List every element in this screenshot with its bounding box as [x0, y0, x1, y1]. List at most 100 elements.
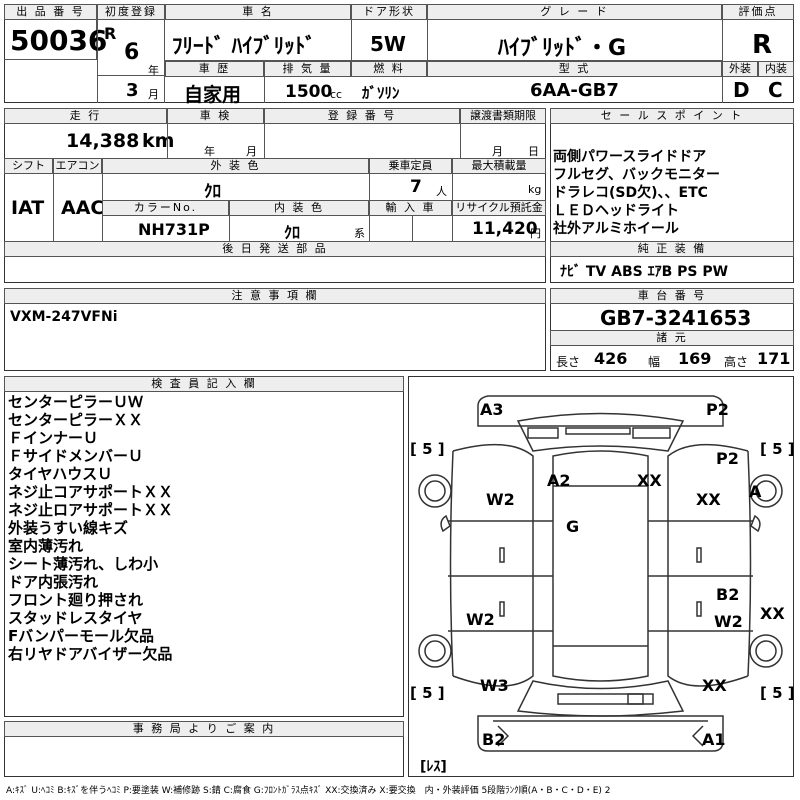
reg-divider — [97, 75, 165, 76]
mark-xx-low: XX — [702, 676, 727, 695]
ac: AAC — [61, 197, 105, 219]
int-color: ｸﾛ — [284, 223, 301, 242]
later-parts-label: 後 日 発 送 部 品 — [4, 241, 546, 257]
sales-points-label: セ ー ル ス ポ イ ン ト — [550, 108, 794, 124]
interior-label: 内装 — [758, 61, 794, 77]
inspector-note: フロント廻り押され — [8, 591, 144, 609]
sales-point: フルセグ、バックモニター — [553, 167, 721, 183]
history-label: 車 歴 — [165, 61, 264, 77]
divider-4 — [264, 61, 265, 103]
office-block — [4, 737, 404, 777]
transfer-day-unit: 日 — [528, 145, 539, 158]
door-label: ドア形状 — [351, 4, 427, 20]
tread-front-right: [ 5 ] — [760, 440, 795, 458]
legend: A:ｷｽﾞ U:ﾍｺﾐ B:ｷｽﾞを伴うﾍｺﾐ P:要塗装 W:補修跡 S:錆 … — [6, 786, 611, 796]
exterior-grade: D — [733, 78, 750, 102]
reg-number-label: 登 録 番 号 — [264, 108, 460, 124]
inspector-note: センターピラーＵＷ — [8, 393, 144, 411]
width: 169 — [678, 349, 712, 368]
caution-label: 注 意 事 項 欄 — [4, 288, 546, 304]
lot-label: 出 品 番 号 — [4, 4, 97, 20]
load-unit: kg — [528, 183, 542, 196]
mark-g: G — [566, 517, 580, 536]
width-label: 幅 — [648, 355, 661, 369]
reg-month: 3 — [126, 80, 139, 101]
inspector-note: スタッドレスタイヤ — [8, 609, 143, 627]
grade: ﾊｲﾌﾞﾘｯﾄﾞ・G — [498, 36, 627, 61]
mark-b2-bottom: B2 — [482, 730, 506, 749]
inspector-note: タイヤハウスＵ — [8, 465, 113, 483]
year-unit: 年 — [148, 64, 159, 77]
inspection-year-unit: 年 — [204, 145, 215, 158]
header-block — [4, 4, 794, 103]
mileage: 14,388 — [66, 130, 140, 152]
transfer-label: 譲渡書類期限 — [460, 108, 546, 124]
fuel-label: 燃 料 — [351, 61, 427, 77]
load-label: 最大積載量 — [452, 158, 546, 174]
door-type: 5W — [370, 32, 406, 56]
mark-a3: A3 — [480, 400, 504, 419]
mark-xx-top: XX — [637, 471, 662, 490]
inspector-note: ネジ止コアサポートＸＸ — [8, 483, 174, 501]
shift-label: シフト — [4, 158, 53, 174]
model: 6AA-GB7 — [530, 80, 619, 101]
office-label: 事 務 局 よ り ご 案 内 — [4, 721, 404, 737]
mark-a2: A2 — [547, 471, 571, 490]
caution-text: VXM-247VFNi — [10, 309, 118, 325]
lot-number: 50036 — [10, 24, 108, 57]
model-label: 型 式 — [427, 61, 722, 77]
inspector-notes: センターピラーＵＷ センターピラーＸＸ ＦインナーＵ ＦサイドメンバーＵ タイヤ… — [8, 393, 400, 663]
displacement-label: 排 気 量 — [264, 61, 351, 77]
car-name-label: 車 名 — [165, 4, 351, 20]
mark-a-right: A — [749, 482, 762, 501]
mileage-label: 走 行 — [4, 108, 167, 124]
equipment: ﾅﾋﾞ TV ABS ｴｱB PS PW — [560, 264, 729, 280]
first-reg-cell — [97, 20, 165, 103]
upper-row-bottom — [165, 60, 722, 61]
inspector-note: センターピラーＸＸ — [8, 411, 144, 429]
divider-1 — [351, 4, 352, 61]
r3-div-3 — [369, 158, 370, 241]
inspection-month-unit: 月 — [246, 145, 257, 158]
inspector-block — [4, 376, 404, 717]
dims-label: 諸 元 — [550, 330, 794, 346]
inspection-label: 車 検 — [167, 108, 264, 124]
capacity-unit: 人 — [436, 185, 447, 198]
exterior-label: 外装 — [722, 61, 758, 77]
color-no-label: カラーNo. — [102, 200, 229, 216]
sales-point: ドラレコ(SD欠)、、ETC — [553, 185, 708, 201]
inspector-note: 室内薄汚れ — [8, 537, 84, 555]
recycle-label: リサイクル預託金 — [452, 200, 546, 216]
mileage-unit: km — [142, 130, 175, 152]
month-unit: 月 — [148, 88, 159, 101]
inspector-note: 右リヤドアバイザー欠品 — [8, 645, 173, 663]
reg-year: 6 — [124, 40, 140, 65]
displacement-unit: cc — [330, 88, 343, 101]
lot-cell — [4, 20, 97, 60]
capacity: 7 — [410, 177, 422, 197]
mark-xx-right: XX — [696, 490, 721, 509]
shift: IAT — [11, 197, 45, 219]
mark-w2-low-right: W2 — [714, 612, 743, 631]
ext-color-label: 外 装 色 — [102, 158, 369, 174]
height-label: 高さ — [724, 355, 749, 369]
displacement: 1500 — [285, 82, 333, 102]
r4-div-2 — [412, 216, 413, 241]
recycle-deposit: 11,420 — [472, 219, 538, 239]
inspector-note: 外装うすい線キズ — [8, 519, 129, 537]
inspector-note: ＦインナーＵ — [8, 429, 99, 447]
length: 426 — [594, 349, 628, 368]
history: 自家用 — [184, 84, 242, 106]
mark-a1: A1 — [702, 730, 726, 749]
ac-label: エアコン — [53, 158, 102, 174]
tread-rear-left: [ 5 ] — [410, 684, 445, 702]
sales-points-list: 両側パワースライドドア フルセグ、バックモニター ドラレコ(SD欠)、、ETC … — [553, 148, 793, 238]
int-color-unit: 系 — [354, 227, 365, 240]
mark-xx-far-right: XX — [760, 604, 785, 623]
chassis-label: 車 台 番 号 — [550, 288, 794, 304]
int-color-label: 内 装 色 — [229, 200, 369, 216]
first-reg-label: 初度登録 — [97, 4, 165, 20]
ext-color: ｸﾛ — [204, 182, 221, 202]
car-diagram — [418, 395, 783, 752]
r3-div-1 — [53, 158, 54, 241]
